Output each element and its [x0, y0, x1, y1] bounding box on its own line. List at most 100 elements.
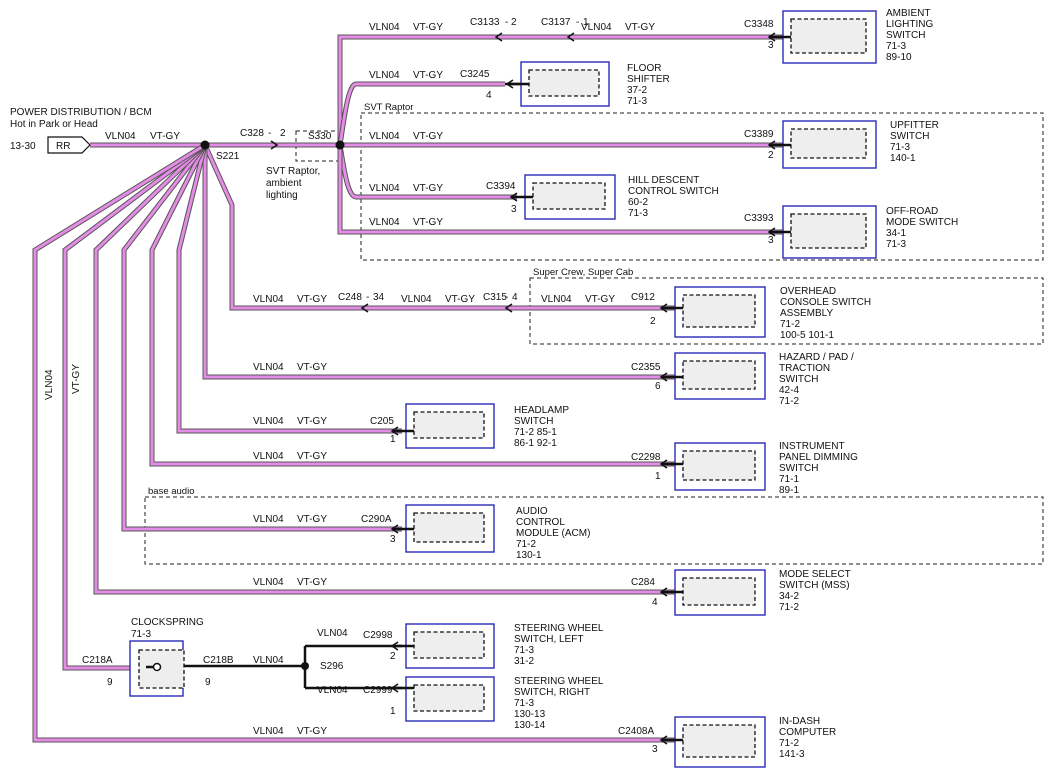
component-ref: 71-3 [514, 645, 534, 656]
wire-color-label: VT-GY [297, 726, 327, 737]
component-ref: 37-2 [627, 85, 647, 96]
component-ref: 71-3 [890, 142, 910, 153]
steer-left-circuit: VLN04 [317, 628, 348, 639]
component-name: SWITCH [886, 30, 925, 41]
wire-run-fill [150, 144, 675, 466]
connector-pin: 1 [390, 706, 396, 717]
component-ref: 34-1 [886, 228, 906, 239]
option-zones: SVT Raptor Super Crew, Super Cab base au… [144, 102, 1044, 565]
wire-color-label: VT-GY [445, 294, 475, 305]
connector-label: C2999 [363, 685, 393, 696]
c3137-label: C3137 [541, 17, 571, 28]
wire-color-label: VT-GY [297, 451, 327, 462]
component-ref: 71-2 [516, 539, 536, 550]
component-inner [413, 684, 485, 712]
wire-run-fill [33, 143, 675, 742]
splice-s296-label: S296 [320, 661, 344, 672]
wire-circuit-label: VLN04 [253, 577, 284, 588]
connector-label: C912 [631, 292, 655, 303]
wire-run-fill [203, 144, 675, 310]
component-ref: 140-1 [890, 153, 916, 164]
component-name: STEERING WHEEL [514, 676, 604, 687]
wire-color-label: VT-GY [413, 70, 443, 81]
wire-circuit-label: VLN04 [581, 22, 612, 33]
c248-chevron-icon [360, 303, 369, 313]
wire-circuit-label: VLN04 [253, 726, 284, 737]
source-ref: 13-30 [10, 141, 36, 152]
component-name: AMBIENT [886, 8, 930, 19]
connector-label: C2298 [631, 452, 661, 463]
splice-s330-dot [335, 140, 345, 150]
vertical-circuit-label: VLN04 [44, 369, 55, 400]
component-ref: 130-1 [516, 550, 542, 561]
connector-label: C3389 [744, 129, 774, 140]
c248-dash: - [366, 292, 369, 303]
component-name: COMPUTER [779, 727, 836, 738]
component-ref: 34-2 [779, 591, 799, 602]
c3133-label: C3133 [470, 17, 500, 28]
clockspring: CLOCKSPRING 71-3 C218A 9 C218B 9 VLN04 S… [82, 617, 348, 697]
wire-color-label: VT-GY [413, 22, 443, 33]
wire-circuit-label: VLN04 [369, 22, 400, 33]
inline-connectors: C3133 - 2 C3137 - 1 C248 - 34 C315 - 4 [338, 17, 589, 313]
component-ref: 71-3 [886, 41, 906, 52]
component-name: FLOOR [627, 63, 661, 74]
component-name: CONTROL [516, 517, 565, 528]
component-ref: 71-2 [779, 738, 799, 749]
rr-tag-shape [47, 136, 91, 154]
connector-label: C284 [631, 577, 655, 588]
source-subtitle: Hot in Park or Head [10, 119, 98, 130]
c328-dash: - [268, 128, 271, 139]
wire-circuit-label: VLN04 [541, 294, 572, 305]
component-name: PANEL DIMMING [779, 452, 858, 463]
component-ref: 141-3 [779, 749, 805, 760]
connector-label: C3348 [744, 19, 774, 30]
connector-pin: 2 [650, 316, 656, 327]
component-name: LIGHTING [886, 19, 933, 30]
clockspring-circuit: VLN04 [253, 655, 284, 666]
connector-chevron-icon [390, 524, 399, 534]
connector-chevron-icon [767, 227, 776, 237]
c315-pin: 4 [512, 292, 518, 303]
wire-color-label: VT-GY [413, 131, 443, 142]
zone-super-crew [529, 277, 1044, 345]
clockspring-title: CLOCKSPRING [131, 617, 204, 628]
connector-label: C2408A [618, 726, 654, 737]
svt-note-2: ambient [266, 178, 302, 189]
connector-pin: 1 [655, 471, 661, 482]
component-ref: 31-2 [514, 656, 534, 667]
trunk-color: VT-GY [150, 131, 180, 142]
wire-color-label: VT-GY [413, 183, 443, 194]
wire-run [121, 143, 402, 532]
component-ref: 71-2 [780, 319, 800, 330]
component-inner [413, 512, 485, 543]
wire-color-label: VT-GY [297, 577, 327, 588]
rr-tag-label: RR [56, 141, 70, 152]
component-ref: 130-14 [514, 720, 546, 731]
c3137-dash: - [576, 17, 579, 28]
component-ref: 60-2 [628, 197, 648, 208]
connector-pin: 3 [652, 744, 658, 755]
connector-pin: 4 [486, 90, 492, 101]
connector-chevron-icon [659, 459, 668, 469]
component-inner [682, 294, 756, 328]
component-inner [682, 577, 756, 606]
component-ref: 71-1 [779, 474, 799, 485]
c315-chevron-icon [504, 303, 513, 313]
component-name: TRACTION [779, 363, 830, 374]
component-name: MODE SWITCH [886, 217, 958, 228]
wire-circuit-label: VLN04 [369, 70, 400, 81]
connector-chevron-icon [390, 426, 399, 436]
c248-label: C248 [338, 292, 362, 303]
zone-base-audio [144, 496, 1044, 565]
wire-run-fill [203, 145, 675, 379]
wire-circuit-label: VLN04 [369, 217, 400, 228]
component-ref: 89-1 [779, 485, 799, 496]
trunk-labels: VLN04 VT-GY S221 C328 - 2 S330 SVT Rapto… [105, 128, 345, 201]
components: C33483AMBIENTLIGHTINGSWITCH71-389-10C324… [361, 8, 958, 768]
